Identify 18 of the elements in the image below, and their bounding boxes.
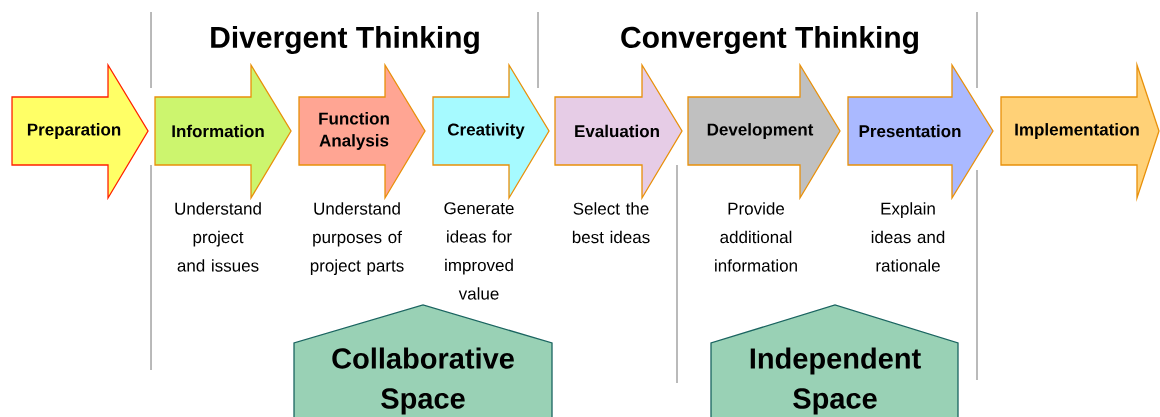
- process-step: Presentation: [847, 62, 994, 201]
- section-heading: Convergent Thinking: [621, 25, 918, 55]
- description-text: Understand project and issues: [175, 202, 261, 272]
- process-step: Creativity: [432, 62, 550, 201]
- process-step: Implementation: [1000, 61, 1160, 203]
- pentagon-box: Collaborative Space: [293, 304, 553, 417]
- description-text: Provide additional information: [715, 202, 797, 272]
- section-heading: Divergent Thinking: [211, 25, 479, 55]
- process-step: Development: [687, 62, 841, 201]
- process-step: Preparation: [11, 62, 149, 201]
- process-step: Evaluation: [554, 62, 683, 201]
- description-text: Understand purposes of project parts: [310, 202, 404, 276]
- description-text: Explain ideas and rationale: [871, 202, 945, 272]
- description-text: Generate ideas for improved value: [444, 202, 514, 300]
- pentagon-box: Independent Space: [710, 304, 959, 417]
- process-step: Function Analysis: [298, 62, 426, 201]
- description-text: Select the best ideas: [572, 202, 650, 244]
- process-step: Information: [154, 62, 292, 201]
